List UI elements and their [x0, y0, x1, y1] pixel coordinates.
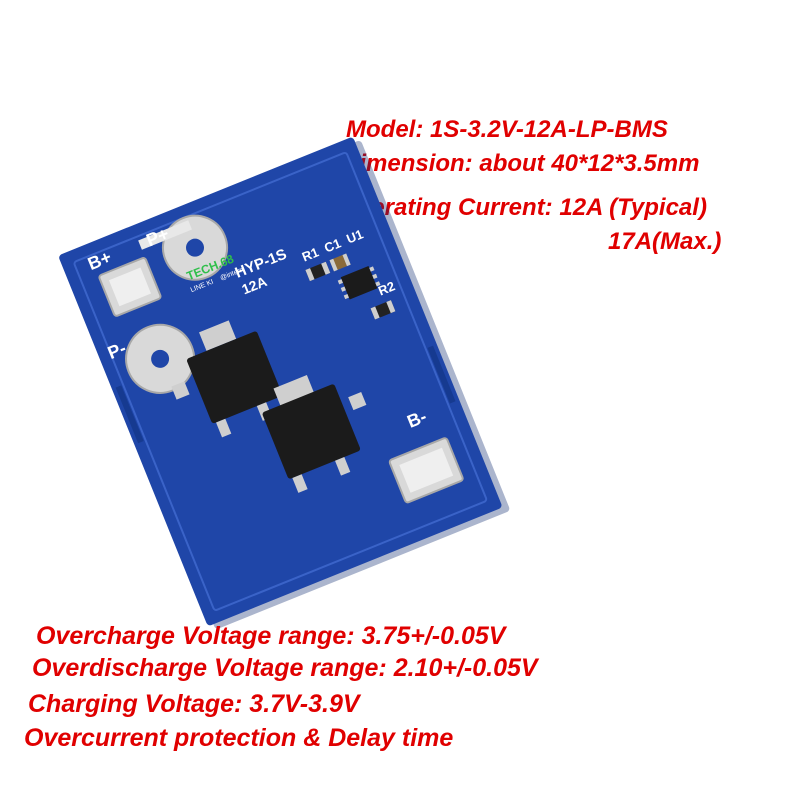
spec-overdischarge: Overdischarge Voltage range: 2.10+/-0.05… — [32, 654, 538, 682]
silk-r2: R2 — [376, 278, 397, 298]
spec-charging: Charging Voltage: 3.7V-3.9V — [28, 690, 360, 718]
silk-u1: U1 — [344, 226, 365, 246]
spec-overcharge: Overcharge Voltage range: 3.75+/-0.05V — [36, 622, 506, 650]
silk-r1: R1 — [300, 244, 321, 264]
spec-operating-current: Operating Current: 12A (Typical) — [338, 194, 707, 221]
spec-dimension: Dimension: about 40*12*3.5mm — [342, 150, 700, 177]
mosfet-2 — [262, 375, 367, 493]
silk-c1: C1 — [322, 235, 343, 255]
ic-u1 — [337, 266, 381, 300]
resistor-r2 — [370, 300, 396, 320]
mosfet-1 — [171, 320, 282, 438]
spec-max-current: 17A(Max.) — [608, 228, 722, 255]
capacitor-c1 — [329, 253, 351, 272]
spec-model: Model: 1S-3.2V-12A-LP-BMS — [346, 116, 668, 143]
spec-overcurrent: Overcurrent protection & Delay time — [24, 724, 454, 752]
resistor-r1 — [305, 261, 331, 282]
pcb-board — [59, 137, 502, 626]
